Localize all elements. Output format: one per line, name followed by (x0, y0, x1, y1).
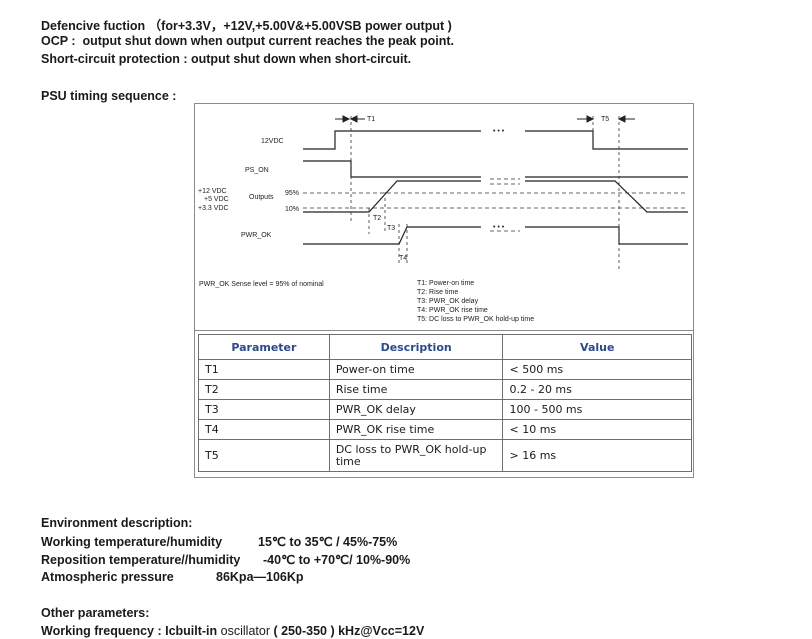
timing-heading: PSU timing sequence : (41, 89, 177, 103)
cell-desc: DC loss to PWR_OK hold-up time (328, 439, 504, 472)
table-row: T1 Power-on time < 500 ms (198, 359, 692, 380)
label-rail-33: +3.3 VDC (198, 205, 229, 212)
header-parameter: Parameter (198, 334, 330, 360)
pressure-value: 86Kpa—106Kp (216, 570, 304, 584)
cell-param: T4 (198, 419, 330, 440)
table-row: T5 DC loss to PWR_OK hold-up time > 16 m… (198, 439, 692, 472)
working-temp-label: Working temperature/humidity (41, 535, 223, 549)
waveform-outputs (303, 180, 481, 213)
label-12vdc: 12VDC (261, 138, 284, 145)
legend-t3: T3: PWR_OK delay (417, 298, 479, 305)
cell-param: T5 (198, 439, 330, 472)
waveform-pwr-ok (303, 226, 481, 245)
table-header-row: Parameter Description Value (198, 334, 692, 360)
label-ps-on: PS_ON (245, 167, 269, 174)
header-value: Value (502, 334, 692, 360)
reposition-temp-line: Reposition temperature//humidity -40℃ to … (41, 552, 410, 567)
frequency-label: Working frequency : Icbuilt-in (41, 624, 218, 638)
marker-t5: T5 (601, 116, 609, 123)
cell-value: < 10 ms (502, 419, 692, 440)
waveform-12vdc-end (525, 130, 688, 150)
ellipsis-top: • • • (493, 128, 505, 135)
cell-value: 100 - 500 ms (502, 399, 692, 420)
header-description: Description (328, 334, 504, 360)
ocp-line: OCP : output shut down when output curre… (41, 34, 454, 48)
working-frequency-line: Working frequency : Icbuilt-in oscillato… (41, 624, 424, 638)
reposition-temp-label: Reposition temperature//humidity (41, 553, 241, 567)
pressure-line: Atmospheric pressure 86Kpa—106Kp (41, 570, 304, 584)
sense-note: PWR_OK Sense level = 95% of nominal (199, 281, 324, 288)
cell-value: 0.2 - 20 ms (502, 379, 692, 400)
marker-t2: T2 (373, 215, 381, 222)
cell-value: > 16 ms (502, 439, 692, 472)
cell-desc: Power-on time (328, 359, 504, 380)
marker-t4: T4 (399, 255, 407, 262)
parameter-table-frame: Parameter Description Value T1 Power-on … (194, 330, 694, 478)
marker-t3: T3 (387, 225, 395, 232)
label-level-95: 95% (285, 190, 299, 197)
legend-t1: T1: Power-on time (417, 280, 474, 287)
defective-function-line: Defencive fuction （for+3.3V，+12V,+5.00V&… (41, 19, 452, 33)
legend-t4: T4: PWR_OK rise time (417, 307, 488, 314)
waveform-pwr-ok-end (525, 226, 688, 245)
label-level-10: 10% (285, 206, 299, 213)
label-rail-12: +12 VDC (198, 188, 227, 195)
label-pwr-ok: PWR_OK (241, 232, 272, 239)
cell-desc: PWR_OK delay (328, 399, 504, 420)
frequency-value: ( 250-350 ) kHz@Vcc=12V (273, 624, 425, 638)
marker-t1: T1 (367, 116, 375, 123)
reposition-temp-value: -40℃ to +70℃/ 10%-90% (263, 553, 411, 567)
other-heading: Other parameters: (41, 606, 150, 620)
cell-param: T1 (198, 359, 330, 380)
table-row: T3 PWR_OK delay 100 - 500 ms (198, 399, 692, 420)
cell-param: T2 (198, 379, 330, 400)
frequency-word: oscillator (220, 624, 270, 638)
parameter-table: Parameter Description Value T1 Power-on … (198, 334, 692, 472)
table-row: T4 PWR_OK rise time < 10 ms (198, 419, 692, 440)
short-circuit-line: Short-circuit protection : output shut d… (41, 52, 412, 66)
waveform-ps-on (303, 160, 481, 178)
working-temp-value: 15℃ to 35℃ / 45%-75% (258, 535, 398, 549)
cell-desc: PWR_OK rise time (328, 419, 504, 440)
cell-param: T3 (198, 399, 330, 420)
environment-heading: Environment description: (41, 516, 193, 530)
pressure-label: Atmospheric pressure (41, 570, 174, 584)
cell-value: < 500 ms (502, 359, 692, 380)
waveform-12vdc (303, 130, 481, 150)
table-row: T2 Rise time 0.2 - 20 ms (198, 379, 692, 400)
label-outputs: Outputs (249, 194, 274, 201)
legend-t2: T2: Rise time (417, 289, 458, 296)
timing-diagram: T1 T2 T3 T4 T5 • • • • • • 12VDC PS_ON O… (194, 103, 694, 331)
timing-diagram-svg: T1 T2 T3 T4 T5 • • • • • • 12VDC PS_ON O… (198, 115, 688, 323)
legend-t5: T5: DC loss to PWR_OK hold-up time (417, 316, 534, 323)
ellipsis-pwr: • • • (493, 224, 505, 231)
label-rail-5: +5 VDC (204, 196, 229, 203)
waveform-outputs-end (525, 180, 688, 213)
working-temp-line: Working temperature/humidity 15℃ to 35℃ /… (41, 534, 397, 549)
cell-desc: Rise time (328, 379, 504, 400)
